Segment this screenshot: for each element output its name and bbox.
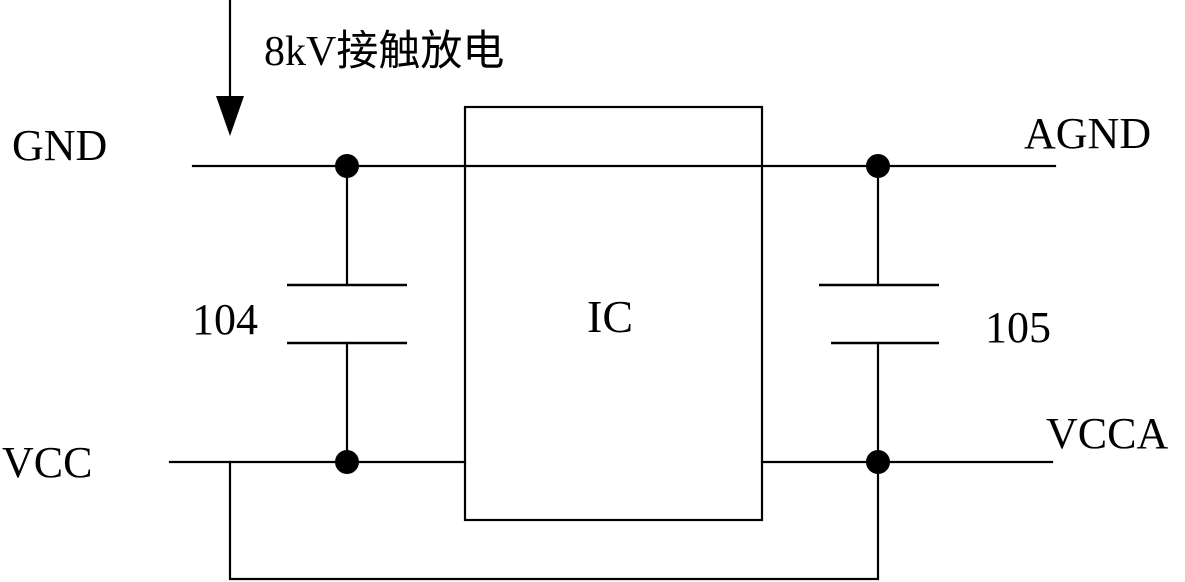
junction-dot-icon — [866, 450, 890, 474]
capacitor-symbol-icon — [819, 164, 939, 464]
capacitor-symbol-icon — [287, 164, 407, 464]
esd-label: 8kV接触放电 — [264, 29, 505, 75]
cap-right-value: 105 — [985, 303, 1051, 352]
junction-dot-icon — [335, 154, 359, 178]
ic-label: IC — [587, 291, 633, 342]
vcc-vcca-link-wire — [228, 460, 880, 581]
ic-box — [463, 105, 764, 522]
cap-left-value: 104 — [192, 295, 258, 344]
junction-dot-icon — [866, 154, 890, 178]
junction-dot-icon — [335, 450, 359, 474]
net-label-vcca: VCCA — [1046, 409, 1169, 458]
net-label-agnd: AGND — [1024, 109, 1152, 158]
down-arrow-icon — [216, 0, 244, 136]
net-label-gnd: GND — [12, 121, 108, 170]
net-label-vcc: VCC — [2, 438, 93, 487]
